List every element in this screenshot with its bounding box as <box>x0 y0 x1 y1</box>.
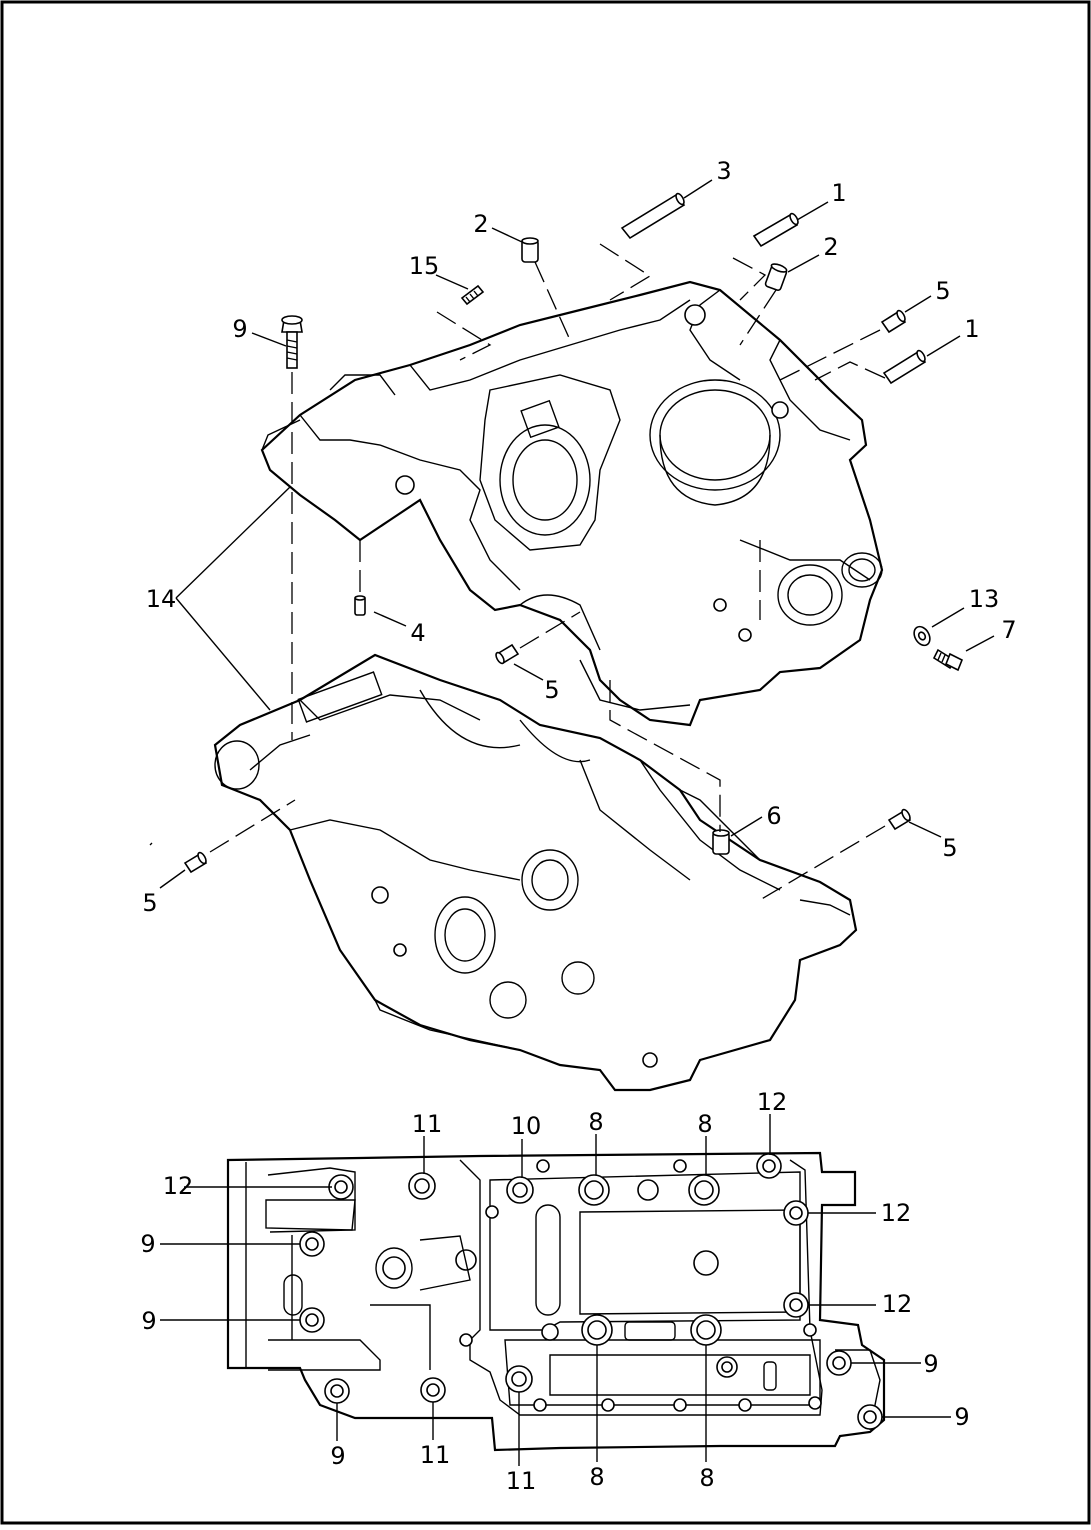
callout-labels: 3 1 2 2 15 5 1 9 14 4 5 13 7 6 5 5 11 10… <box>140 157 1016 1495</box>
callout-9: 9 <box>954 1403 969 1431</box>
callout-8: 8 <box>588 1108 603 1136</box>
callout-9: 9 <box>140 1230 155 1258</box>
part-5-dowel-middle <box>495 643 520 665</box>
callout-10: 10 <box>511 1112 542 1140</box>
callout-15: 15 <box>409 252 440 280</box>
callout-6: 6 <box>766 802 781 830</box>
callout-9: 9 <box>232 315 247 343</box>
part-13-washer <box>913 625 931 647</box>
callout-2: 2 <box>823 233 838 261</box>
part-3-pin <box>620 192 686 240</box>
callout-8: 8 <box>589 1463 604 1491</box>
part-6-dowel <box>712 829 730 855</box>
callout-11: 11 <box>506 1467 537 1495</box>
callout-5: 5 <box>142 889 157 917</box>
part-7-screw <box>932 648 964 672</box>
callout-5: 5 <box>942 834 957 862</box>
callout-1: 1 <box>964 315 979 343</box>
alignment-lines <box>149 243 886 901</box>
callout-12: 12 <box>881 1199 912 1227</box>
leader-lines <box>159 179 995 1466</box>
part-5-dowel-left <box>183 851 208 874</box>
part-2-dowel-right <box>764 263 788 292</box>
callout-12: 12 <box>163 1172 194 1200</box>
callout-9: 9 <box>923 1350 938 1378</box>
part-9-bolt <box>281 315 303 369</box>
callout-5: 5 <box>544 676 559 704</box>
part-5-dowel-upper <box>880 309 907 334</box>
lower-crankcase-half <box>213 653 858 1092</box>
callout-7: 7 <box>1001 616 1016 644</box>
callout-2: 2 <box>473 210 488 238</box>
callout-5: 5 <box>935 277 950 305</box>
upper-crankcase-half <box>260 280 884 727</box>
part-4-dowel <box>354 595 366 616</box>
part-2-dowel-left <box>521 237 539 263</box>
part-1-pin-upper <box>752 212 799 248</box>
callout-8: 8 <box>699 1464 714 1492</box>
part-15-stud <box>460 284 485 306</box>
callout-9: 9 <box>330 1442 345 1470</box>
callout-11: 11 <box>420 1441 451 1469</box>
part-1-pin-lower <box>882 349 927 385</box>
callout-9: 9 <box>141 1307 156 1335</box>
part-5-dowel-right <box>887 808 912 831</box>
callout-8: 8 <box>697 1110 712 1138</box>
callout-1: 1 <box>831 179 846 207</box>
callout-11: 11 <box>412 1110 443 1138</box>
callout-12: 12 <box>882 1290 913 1318</box>
callout-4: 4 <box>410 619 425 647</box>
callout-12: 12 <box>757 1088 788 1116</box>
callout-14: 14 <box>146 585 177 613</box>
callout-3: 3 <box>716 157 731 185</box>
callout-13: 13 <box>969 585 1000 613</box>
crankcase-bottom-view <box>226 1151 886 1452</box>
